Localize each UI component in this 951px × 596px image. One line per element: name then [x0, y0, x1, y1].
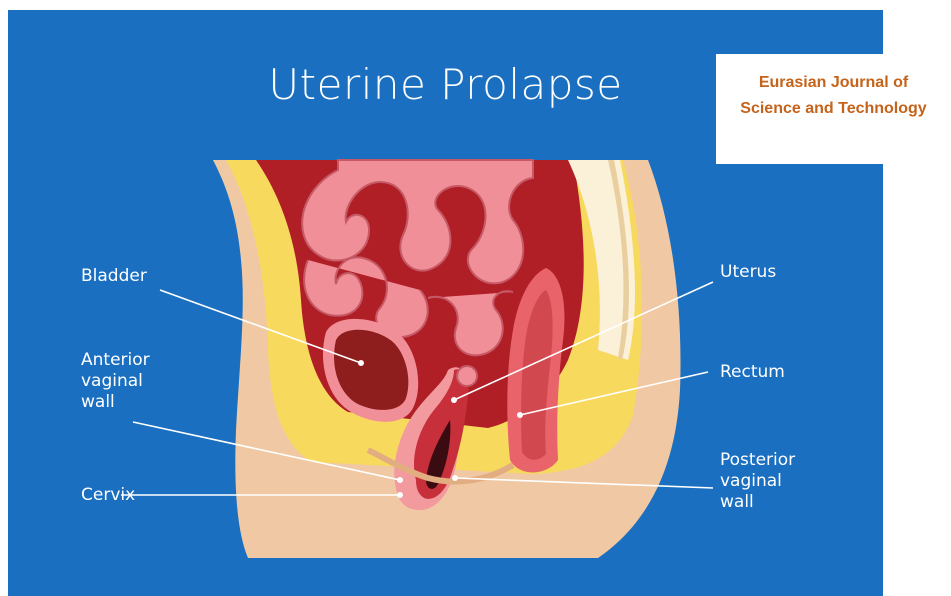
journal-name-line2: Science and Technology: [716, 96, 951, 122]
journal-badge: Eurasian Journal of Science and Technolo…: [716, 54, 951, 164]
journal-name-line1: Eurasian Journal of: [716, 70, 951, 96]
label-anterior-vaginal-wall: Anterior vaginal wall: [81, 350, 150, 413]
label-posterior-vaginal-wall: Posterior vaginal wall: [720, 450, 795, 513]
label-rectum: Rectum: [720, 362, 785, 383]
label-uterus: Uterus: [720, 262, 776, 283]
label-bladder: Bladder: [81, 266, 147, 287]
ovary: [457, 366, 477, 386]
label-cervix: Cervix: [81, 485, 135, 506]
